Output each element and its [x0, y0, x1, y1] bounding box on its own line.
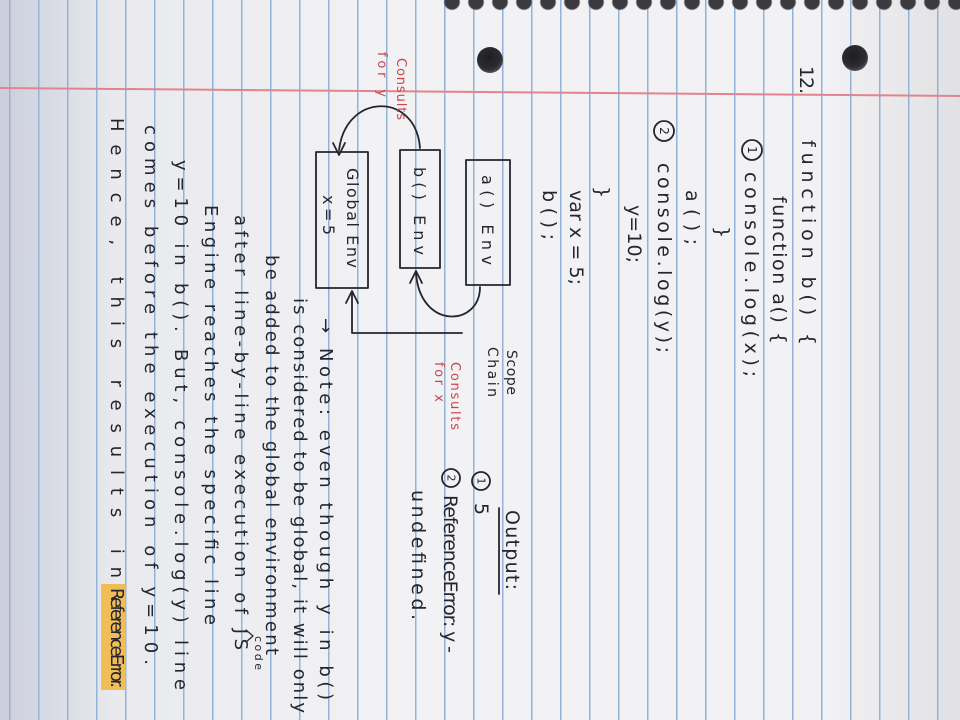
b-env-label: b() Env [410, 167, 429, 255]
note-line: → Note: even though y in b() [315, 318, 336, 700]
note-line: Engine reaches the specific line [200, 205, 221, 625]
code-line-assign-y: y=10; [623, 205, 645, 263]
scope-chain-arrow [351, 292, 463, 334]
binder-hole [842, 45, 868, 71]
code-line-call-b: b(); [538, 190, 560, 240]
insertion-caret [245, 629, 254, 643]
circled-marker-number: 2 [657, 127, 671, 135]
output-heading: Output: [501, 510, 523, 590]
consults-x-label: for x [431, 362, 446, 402]
output-item-value: ReferenceError: y - [439, 495, 461, 653]
code-line-function-a: function a() { [768, 196, 790, 344]
note-line: y=10 in b(). But, console.log(y) line [170, 160, 191, 690]
code-line-log-x: console.log(x); [740, 172, 762, 377]
code-line-call-a: a(); [681, 190, 703, 245]
binder-hole [477, 47, 503, 73]
problem-number: 12. [795, 66, 817, 94]
code-line-log-y: console.log(y); [653, 163, 675, 353]
output-item-value: 5 [470, 503, 492, 515]
consults-y-label: Consults [393, 58, 408, 120]
scope-chain-label: Chain [484, 347, 500, 397]
note-line: be added to the global environment [261, 255, 282, 655]
circled-marker-number: 1 [745, 146, 759, 154]
spiral-holes [440, 0, 960, 12]
note-highlighted-text: ReferenceError. [106, 588, 127, 688]
code-line-var-x: var x = 5; [565, 190, 587, 285]
a-env-label: a() Env [478, 175, 497, 265]
consults-y-arrow [338, 105, 421, 151]
note-line: Hence, this results in [106, 118, 127, 578]
a-to-b-arrowhead [409, 270, 423, 284]
circled-marker [471, 471, 491, 491]
note-line: after line-by-line execution of JS [230, 215, 251, 650]
circled-marker-number: 2 [445, 475, 458, 482]
circled-marker [441, 468, 461, 488]
consults-y-label: for y [374, 52, 389, 97]
note-line: comes before the execution of y=10. [140, 125, 161, 665]
note-line: is considered to be global, it will only [289, 298, 310, 713]
a-env-box [465, 159, 511, 286]
global-env-box [315, 151, 369, 289]
consults-y-arrowhead [332, 142, 346, 156]
code-line-close-a: } [711, 226, 733, 238]
code-line-close-b: } [591, 186, 613, 198]
code-line-function-b: function b() { [797, 140, 819, 345]
circled-marker [741, 139, 763, 161]
global-env-value: x=5 [319, 195, 338, 235]
global-env-label: Global Env [343, 168, 362, 268]
a-to-b-arrow [415, 272, 481, 318]
consults-x-label: Consults [447, 362, 462, 430]
note-inserted-word: code [252, 636, 265, 670]
scope-chain-arrowhead [345, 290, 359, 304]
b-env-box [399, 149, 441, 269]
circled-marker [653, 120, 675, 142]
highlighter-mark [101, 584, 126, 690]
scope-chain-label: Scope [503, 350, 519, 395]
circled-marker-number: 1 [475, 478, 488, 485]
output-item-value: undefined. [407, 490, 429, 620]
margin-line [0, 87, 960, 97]
